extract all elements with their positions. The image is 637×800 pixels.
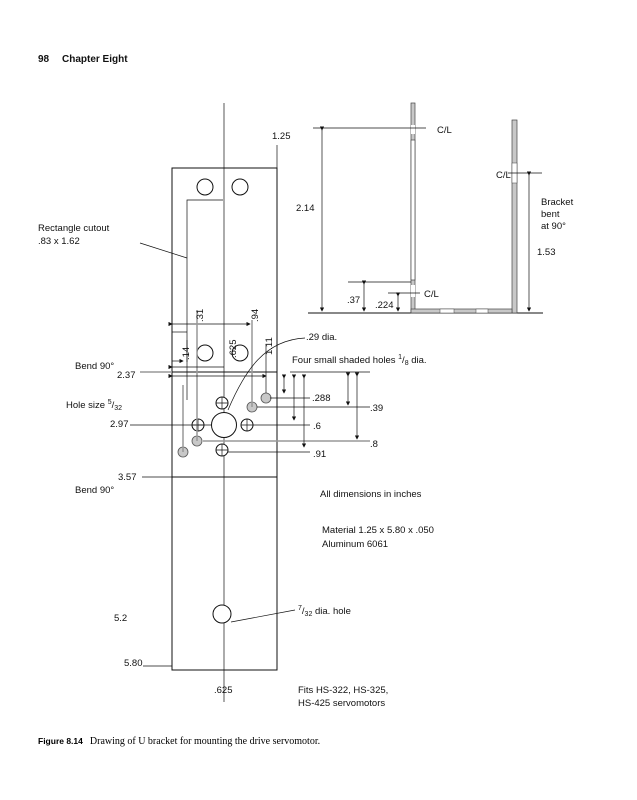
- side-view: [308, 102, 543, 314]
- base: [410, 308, 513, 314]
- dim-2-14: 2.14: [296, 203, 315, 214]
- shaded-holes-label: Four small shaded holes 1/8 dia.: [292, 354, 427, 367]
- dim-0-6: .6: [313, 421, 321, 432]
- mount-hole: [231, 344, 249, 362]
- dim-1-11: 1.11: [264, 337, 275, 355]
- dim-2-37: 2.37: [117, 370, 136, 381]
- bent-note: Bracket: [541, 197, 574, 208]
- dim-1-53: 1.53: [537, 247, 556, 258]
- cutout-label: Rectangle cutout: [38, 223, 110, 234]
- notes: All dimensions in inches Material 1.25 x…: [298, 489, 434, 709]
- center-hole: [211, 412, 237, 438]
- mount-hole: [196, 178, 214, 196]
- front-view: [130, 103, 370, 702]
- mount-hole: [231, 178, 249, 196]
- dim-0-625-bottom: .625: [214, 685, 233, 696]
- dim-0-224: .224: [375, 300, 394, 311]
- chapter-title: Chapter Eight: [62, 54, 128, 65]
- dim-0-37: .37: [347, 295, 360, 306]
- dim-0-625: .625: [228, 340, 239, 359]
- dim-0-14: .14: [181, 347, 192, 360]
- dim-width: 1.25: [272, 131, 291, 142]
- dim-0-39: .39: [370, 403, 383, 414]
- cross-holes: [191, 396, 254, 457]
- mount-hole: [196, 344, 214, 362]
- fits-note: Fits HS-322, HS-325,: [298, 685, 388, 696]
- bottom-hole-label: 7/32 dia. hole: [298, 605, 351, 618]
- side-view-labels: C/L C/L C/L 2.14 .37 .224 1.53 Bracket b…: [296, 125, 574, 311]
- material-note: Material 1.25 x 5.80 x .050: [322, 525, 434, 536]
- bend-label: Bend 90°: [75, 485, 114, 496]
- cl-label-top: C/L: [437, 125, 452, 136]
- dim-0-8: .8: [370, 439, 378, 450]
- bent-note: bent: [541, 209, 560, 220]
- cl-label-right: C/L: [496, 170, 511, 181]
- page-number: 98: [38, 54, 50, 65]
- bent-note: at 90°: [541, 221, 566, 232]
- dim-5-80: 5.80: [124, 658, 143, 669]
- cutout-outline: [186, 199, 223, 400]
- dim-0-288: .288: [312, 393, 331, 404]
- fits-note: HS-425 servomotors: [298, 698, 385, 709]
- dim-2-97: 2.97: [110, 419, 129, 430]
- dim-0-31: .31: [195, 309, 206, 322]
- hole-size-label: Hole size 5/32: [66, 399, 122, 412]
- dim-0-91: .91: [313, 449, 326, 460]
- dim-3-57: 3.57: [118, 472, 137, 483]
- bracket-outline: [171, 167, 278, 671]
- center-hole-label: .29 dia.: [306, 332, 337, 343]
- front-view-labels: 1.25 Rectangle cutout .83 x 1.62 Bend 90…: [38, 131, 427, 696]
- material-note: Aluminum 6061: [322, 539, 388, 550]
- bottom-hole: [212, 604, 232, 624]
- cl-label-bottom: C/L: [424, 289, 439, 300]
- units-note: All dimensions in inches: [320, 489, 422, 500]
- right-flange: [511, 119, 518, 314]
- dim-0-94: .94: [250, 309, 261, 322]
- bend-label: Bend 90°: [75, 361, 114, 372]
- cutout-size: .83 x 1.62: [38, 236, 80, 247]
- dim-5-2: 5.2: [114, 613, 127, 624]
